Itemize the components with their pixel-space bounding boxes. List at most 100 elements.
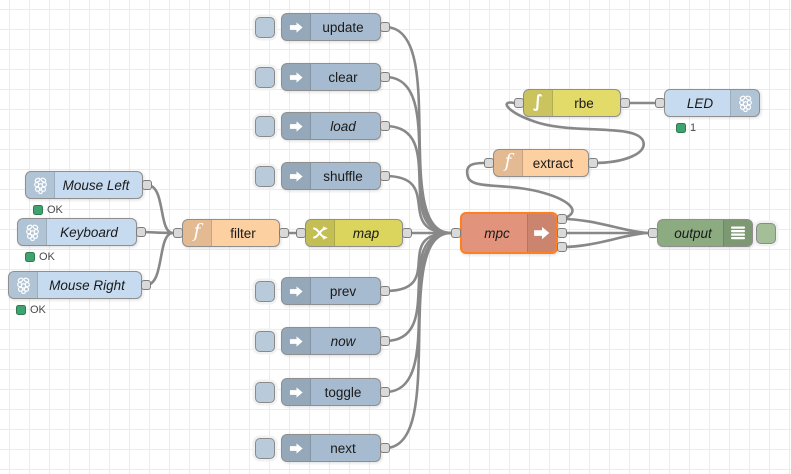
node-label-next: next bbox=[330, 440, 356, 456]
node-mpc[interactable]: mpc bbox=[460, 212, 558, 254]
inject-arrow-icon bbox=[282, 328, 311, 354]
node-extract[interactable]: f extract bbox=[493, 149, 589, 177]
status-mouse-left: OK bbox=[33, 204, 63, 216]
status-dot-icon bbox=[16, 305, 26, 315]
node-mouse-left[interactable]: Mouse Left bbox=[25, 171, 143, 199]
wire-now-mpc[interactable] bbox=[383, 231, 453, 343]
wire-clear-mpc[interactable] bbox=[383, 75, 453, 235]
clear-inject-button[interactable] bbox=[255, 66, 275, 88]
debug-list-icon bbox=[723, 220, 752, 246]
node-rbe[interactable]: ∫ rbe bbox=[523, 89, 621, 117]
node-led[interactable]: LED bbox=[664, 89, 760, 117]
status-text-mouse-right: OK bbox=[30, 304, 46, 316]
node-label-mpc: mpc bbox=[484, 225, 510, 241]
output-port-rbe-1[interactable] bbox=[620, 98, 630, 108]
rbe-step-icon: ∫ bbox=[524, 90, 553, 116]
node-label-rbe: rbe bbox=[574, 95, 594, 111]
input-port-led[interactable] bbox=[655, 98, 665, 108]
node-label-prev: prev bbox=[329, 283, 357, 299]
status-mouse-right: OK bbox=[16, 304, 46, 316]
output-debug-button[interactable] bbox=[756, 222, 776, 244]
node-label-now: now bbox=[330, 333, 356, 349]
status-text-led: 1 bbox=[690, 122, 697, 134]
shuffle-inject-button[interactable] bbox=[255, 165, 275, 187]
status-text-keyboard: OK bbox=[39, 251, 55, 263]
output-port-shuffle-1[interactable] bbox=[380, 171, 390, 181]
node-shuffle[interactable]: shuffle bbox=[281, 162, 381, 190]
output-port-map-1[interactable] bbox=[402, 228, 412, 238]
inject-arrow-icon bbox=[282, 14, 311, 40]
output-port-clear-1[interactable] bbox=[380, 72, 390, 82]
node-label-filter: filter bbox=[230, 225, 256, 241]
inject-arrow-icon bbox=[282, 113, 311, 139]
wire-load-mpc[interactable] bbox=[383, 124, 453, 235]
node-output[interactable]: output bbox=[657, 219, 753, 247]
output-port-now-1[interactable] bbox=[380, 336, 390, 346]
status-led: 1 bbox=[676, 122, 696, 134]
mpc-arrow-icon bbox=[527, 214, 556, 252]
output-port-mpc-1[interactable] bbox=[557, 214, 567, 224]
input-port-extract[interactable] bbox=[484, 158, 494, 168]
function-f-icon: f bbox=[494, 150, 523, 176]
wire-next-mpc[interactable] bbox=[383, 231, 453, 450]
output-port-toggle-1[interactable] bbox=[380, 387, 390, 397]
wire-prev-mpc[interactable] bbox=[383, 231, 453, 293]
node-mouse-right[interactable]: Mouse Right bbox=[8, 271, 142, 299]
output-port-filter-1[interactable] bbox=[279, 228, 289, 238]
node-next[interactable]: next bbox=[281, 434, 381, 462]
now-inject-button[interactable] bbox=[255, 330, 275, 352]
wire-mpc-out3-output[interactable] bbox=[560, 231, 650, 249]
output-port-keyboard-1[interactable] bbox=[136, 227, 146, 237]
inject-arrow-icon bbox=[282, 379, 311, 405]
wire-mouse-right-filter[interactable] bbox=[144, 231, 175, 287]
output-port-mpc-2[interactable] bbox=[557, 228, 567, 238]
status-dot-icon bbox=[33, 205, 43, 215]
node-prev[interactable]: prev bbox=[281, 277, 381, 305]
input-port-filter[interactable] bbox=[173, 228, 183, 238]
node-update[interactable]: update bbox=[281, 13, 381, 41]
node-clear[interactable]: clear bbox=[281, 63, 381, 91]
inject-arrow-icon bbox=[282, 435, 311, 461]
node-now[interactable]: now bbox=[281, 327, 381, 355]
wire-mpc-out1-output[interactable] bbox=[560, 217, 650, 235]
output-port-mouse-right-1[interactable] bbox=[141, 280, 151, 290]
output-port-mouse-left-1[interactable] bbox=[142, 180, 152, 190]
output-port-prev-1[interactable] bbox=[380, 286, 390, 296]
node-keyboard[interactable]: Keyboard bbox=[17, 218, 137, 246]
inject-arrow-icon bbox=[282, 64, 311, 90]
next-inject-button[interactable] bbox=[255, 437, 275, 459]
input-port-map[interactable] bbox=[296, 228, 306, 238]
node-toggle[interactable]: toggle bbox=[281, 378, 381, 406]
node-label-keyboard: Keyboard bbox=[60, 224, 118, 240]
toggle-inject-button[interactable] bbox=[255, 381, 275, 403]
raspberry-pi-icon bbox=[9, 272, 38, 298]
output-port-mpc-3[interactable] bbox=[557, 242, 567, 252]
prev-inject-button[interactable] bbox=[255, 280, 275, 302]
node-label-load: load bbox=[330, 118, 356, 134]
status-dot-icon bbox=[25, 252, 35, 262]
output-port-next-1[interactable] bbox=[380, 443, 390, 453]
node-load[interactable]: load bbox=[281, 112, 381, 140]
raspberry-pi-icon bbox=[26, 172, 55, 198]
wire-mpc-out1-extract[interactable] bbox=[465, 161, 574, 221]
wire-mouse-left-filter[interactable] bbox=[145, 183, 175, 235]
output-port-extract-1[interactable] bbox=[588, 158, 598, 168]
inject-arrow-icon bbox=[282, 278, 311, 304]
input-port-mpc[interactable] bbox=[451, 228, 461, 238]
node-label-extract: extract bbox=[532, 155, 574, 171]
output-port-load-1[interactable] bbox=[380, 121, 390, 131]
update-inject-button[interactable] bbox=[255, 16, 275, 38]
input-port-rbe[interactable] bbox=[514, 98, 524, 108]
output-port-update-1[interactable] bbox=[380, 22, 390, 32]
load-inject-button[interactable] bbox=[255, 115, 275, 137]
input-port-output[interactable] bbox=[648, 228, 658, 238]
node-map[interactable]: map bbox=[305, 219, 403, 247]
node-label-clear: clear bbox=[328, 69, 358, 85]
swap-arrows-icon bbox=[306, 220, 335, 246]
wire-extract-rbe[interactable] bbox=[505, 101, 645, 165]
wire-shuffle-mpc[interactable] bbox=[383, 174, 453, 235]
node-label-output: output bbox=[674, 225, 712, 241]
